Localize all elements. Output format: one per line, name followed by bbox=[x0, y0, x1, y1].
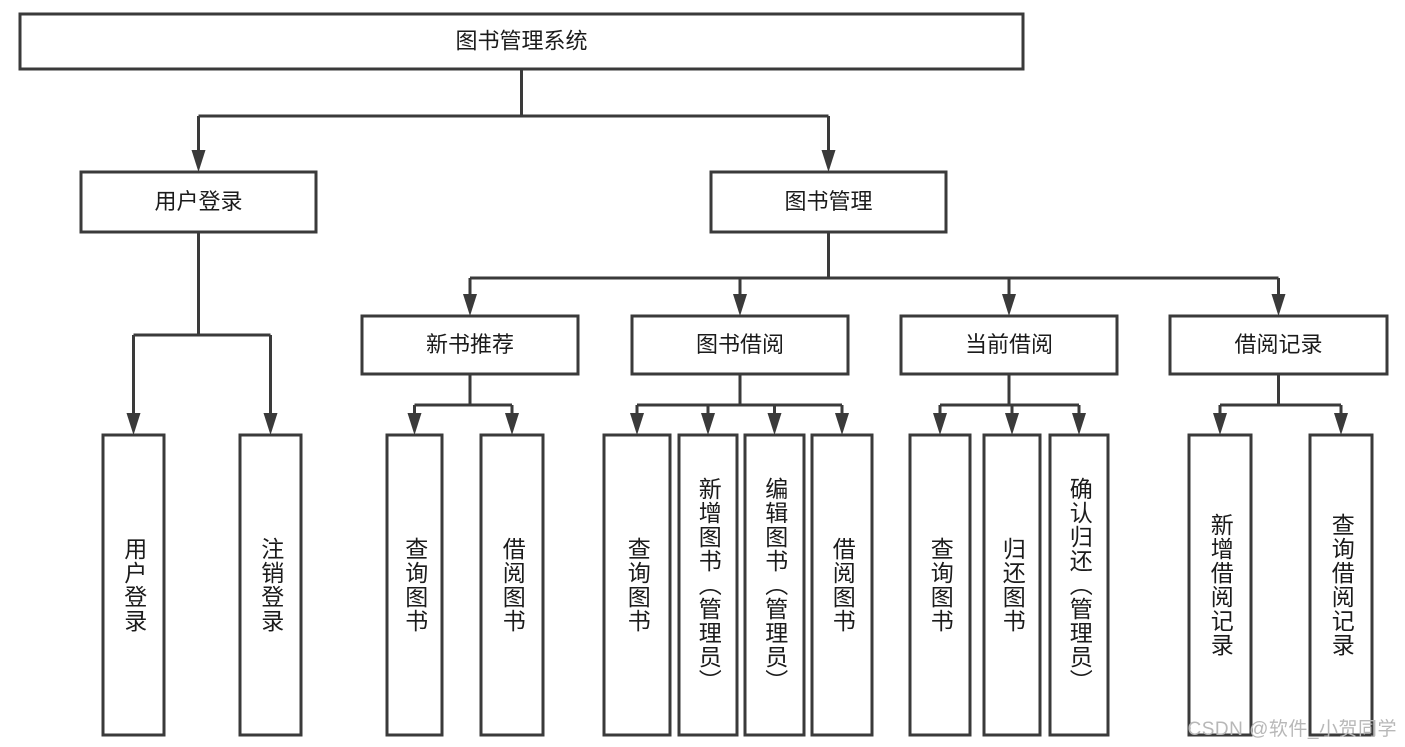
node-label-level2-1: 图书管理 bbox=[784, 189, 872, 214]
arrow-head-icon-leaf-3 bbox=[505, 413, 519, 435]
node-box-leaf-6[interactable] bbox=[743, 433, 806, 737]
node-label-level2-0: 用户登录 bbox=[154, 189, 242, 214]
arrow-head-icon-leaf-8 bbox=[933, 413, 947, 435]
node-box-leaf-12[interactable] bbox=[1308, 433, 1374, 737]
node-box-leaf-8[interactable] bbox=[908, 433, 972, 737]
node-box-level2-0[interactable] bbox=[79, 170, 318, 234]
node-box-leaf-2[interactable] bbox=[385, 433, 444, 737]
node-box-leaf-7[interactable] bbox=[810, 433, 874, 737]
arrow-head-icon-level2-1 bbox=[821, 150, 836, 172]
node-box-leaf-4[interactable] bbox=[602, 433, 672, 737]
arrow-head-icon-level3-0 bbox=[463, 294, 477, 316]
node-label-level3-0: 新书推荐 bbox=[426, 332, 514, 357]
node-label-level3-3: 借阅记录 bbox=[1234, 332, 1322, 357]
node-box-leaf-3[interactable] bbox=[479, 433, 545, 737]
node-box-leaf-5[interactable] bbox=[677, 433, 739, 737]
node-label-root: 图书管理系统 bbox=[455, 28, 587, 53]
arrow-head-icon-level3-2 bbox=[1002, 294, 1016, 316]
arrow-head-icon-leaf-12 bbox=[1334, 413, 1348, 435]
arrow-head-icon-leaf-11 bbox=[1213, 413, 1227, 435]
node-box-leaf-10[interactable] bbox=[1048, 433, 1110, 737]
node-box-leaf-11[interactable] bbox=[1187, 433, 1253, 737]
node-label-level3-2: 当前借阅 bbox=[965, 332, 1053, 357]
node-label-level3-1: 图书借阅 bbox=[696, 332, 784, 357]
node-box-level2-1[interactable] bbox=[709, 170, 948, 234]
arrow-head-icon-leaf-1 bbox=[263, 413, 278, 435]
arrow-head-icon-level3-1 bbox=[733, 294, 747, 316]
arrow-head-icon-leaf-7 bbox=[835, 413, 849, 435]
arrow-head-icon-leaf-0 bbox=[126, 413, 141, 435]
node-box-leaf-0[interactable] bbox=[101, 433, 166, 737]
node-box-level3-3[interactable] bbox=[1168, 314, 1389, 376]
arrow-head-icon-leaf-10 bbox=[1072, 413, 1086, 435]
arrow-head-icon-level2-0 bbox=[191, 150, 206, 172]
arrow-head-icon-leaf-5 bbox=[701, 413, 715, 435]
arrow-head-icon-level3-3 bbox=[1271, 294, 1286, 316]
node-box-leaf-9[interactable] bbox=[982, 433, 1042, 737]
node-box-leaf-1[interactable] bbox=[238, 433, 303, 737]
arrow-head-icon-leaf-9 bbox=[1005, 413, 1019, 435]
arrow-head-icon-leaf-6 bbox=[767, 413, 782, 435]
node-box-root[interactable] bbox=[18, 12, 1025, 71]
arrow-head-icon-leaf-2 bbox=[407, 413, 422, 435]
arrow-head-icon-leaf-4 bbox=[630, 413, 644, 435]
